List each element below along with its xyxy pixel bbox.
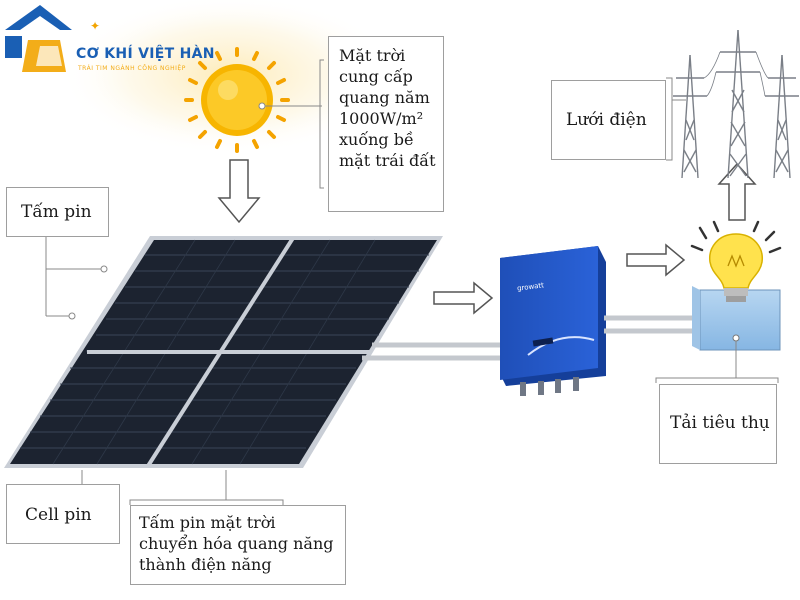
- conversion-line-3: thành điện năng: [139, 555, 272, 574]
- sun-connector-dot: [258, 102, 266, 110]
- dc-wires: [362, 342, 500, 361]
- load-label: Tải tiêu thụ: [659, 384, 777, 464]
- conversion-line-1: Tấm pin mặt trời: [139, 513, 276, 532]
- sun-label-line-1: Mặt trời: [339, 46, 406, 65]
- light-bulb-icon: [690, 220, 782, 302]
- cell-label: Cell pin: [6, 484, 120, 544]
- ac-wires: [604, 315, 700, 334]
- load-box: [692, 286, 781, 351]
- svg-text:✦: ✦: [90, 19, 100, 33]
- conversion-label: Tấm pin mặt trời chuyển hóa quang năng t…: [130, 505, 346, 585]
- grid-bracket: [666, 77, 673, 161]
- company-logo: ✦: [5, 5, 100, 72]
- brand-name: CƠ KHÍ VIỆT HÀN: [76, 46, 215, 62]
- grid-label: Lưới điện: [551, 80, 666, 160]
- sunlight-down-arrow: [217, 159, 261, 224]
- sun-info-label: Mặt trời cung cấp quang năm 1000W/m² xuố…: [328, 36, 444, 212]
- brand-tagline: TRÁI TIM NGÀNH CÔNG NGHIỆP: [78, 65, 186, 72]
- panel-leader-lines: [45, 237, 102, 317]
- panel-label: Tấm pin: [6, 187, 109, 237]
- panel-frame-dot: [68, 312, 76, 320]
- panel-to-inverter-arrow: [433, 281, 494, 315]
- load-connector-dot: [732, 334, 740, 342]
- load-bracket: [655, 377, 779, 383]
- pylon-left: [673, 54, 707, 179]
- conversion-bracket: [129, 499, 284, 505]
- pylon-right: [765, 54, 799, 179]
- panel-leader-dot: [100, 265, 108, 273]
- solar-panel: [4, 236, 443, 468]
- sun-label-line-5: xuống bề: [339, 130, 414, 149]
- sun-label-line-3: quang năm: [339, 88, 430, 107]
- sun-bracket: [319, 59, 324, 189]
- sun-label-line-4: 1000W/m²: [339, 109, 424, 128]
- sun-label-line-6: mặt trái đất: [339, 151, 436, 170]
- conversion-line-2: chuyển hóa quang năng: [139, 534, 334, 553]
- inverter: [500, 246, 606, 396]
- sun-icon: [184, 47, 290, 153]
- sun-label-line-2: cung cấp: [339, 67, 413, 86]
- pylon-center: [716, 29, 760, 179]
- inverter-to-load-arrow: [626, 243, 686, 277]
- load-to-grid-arrow: [717, 162, 757, 221]
- power-pylon-icon: [673, 29, 799, 179]
